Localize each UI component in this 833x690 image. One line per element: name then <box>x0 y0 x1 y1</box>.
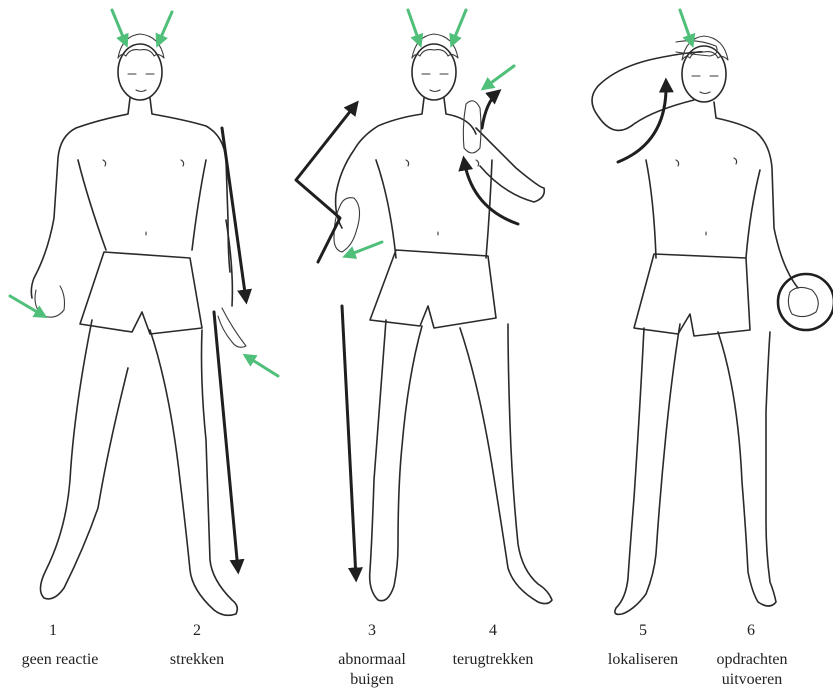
response-label-5: lokaliseren <box>588 650 698 670</box>
figure-right <box>592 10 833 614</box>
response-number-5: 5 <box>628 622 658 640</box>
response-label-4: terugtrekken <box>430 650 556 670</box>
response-number-3: 3 <box>357 622 387 640</box>
response-label-1: geen reactie <box>0 650 120 670</box>
response-number-6: 6 <box>736 622 766 640</box>
response-number-4: 4 <box>478 622 508 640</box>
response-number-1: 1 <box>38 622 68 640</box>
figure-middle <box>296 10 552 604</box>
response-label-3: abnormaal buigen <box>322 650 422 690</box>
response-label-6: opdrachten uitvoeren <box>700 650 804 690</box>
response-label-2: strekken <box>145 650 249 670</box>
figure-left <box>10 10 278 615</box>
response-number-2: 2 <box>182 622 212 640</box>
